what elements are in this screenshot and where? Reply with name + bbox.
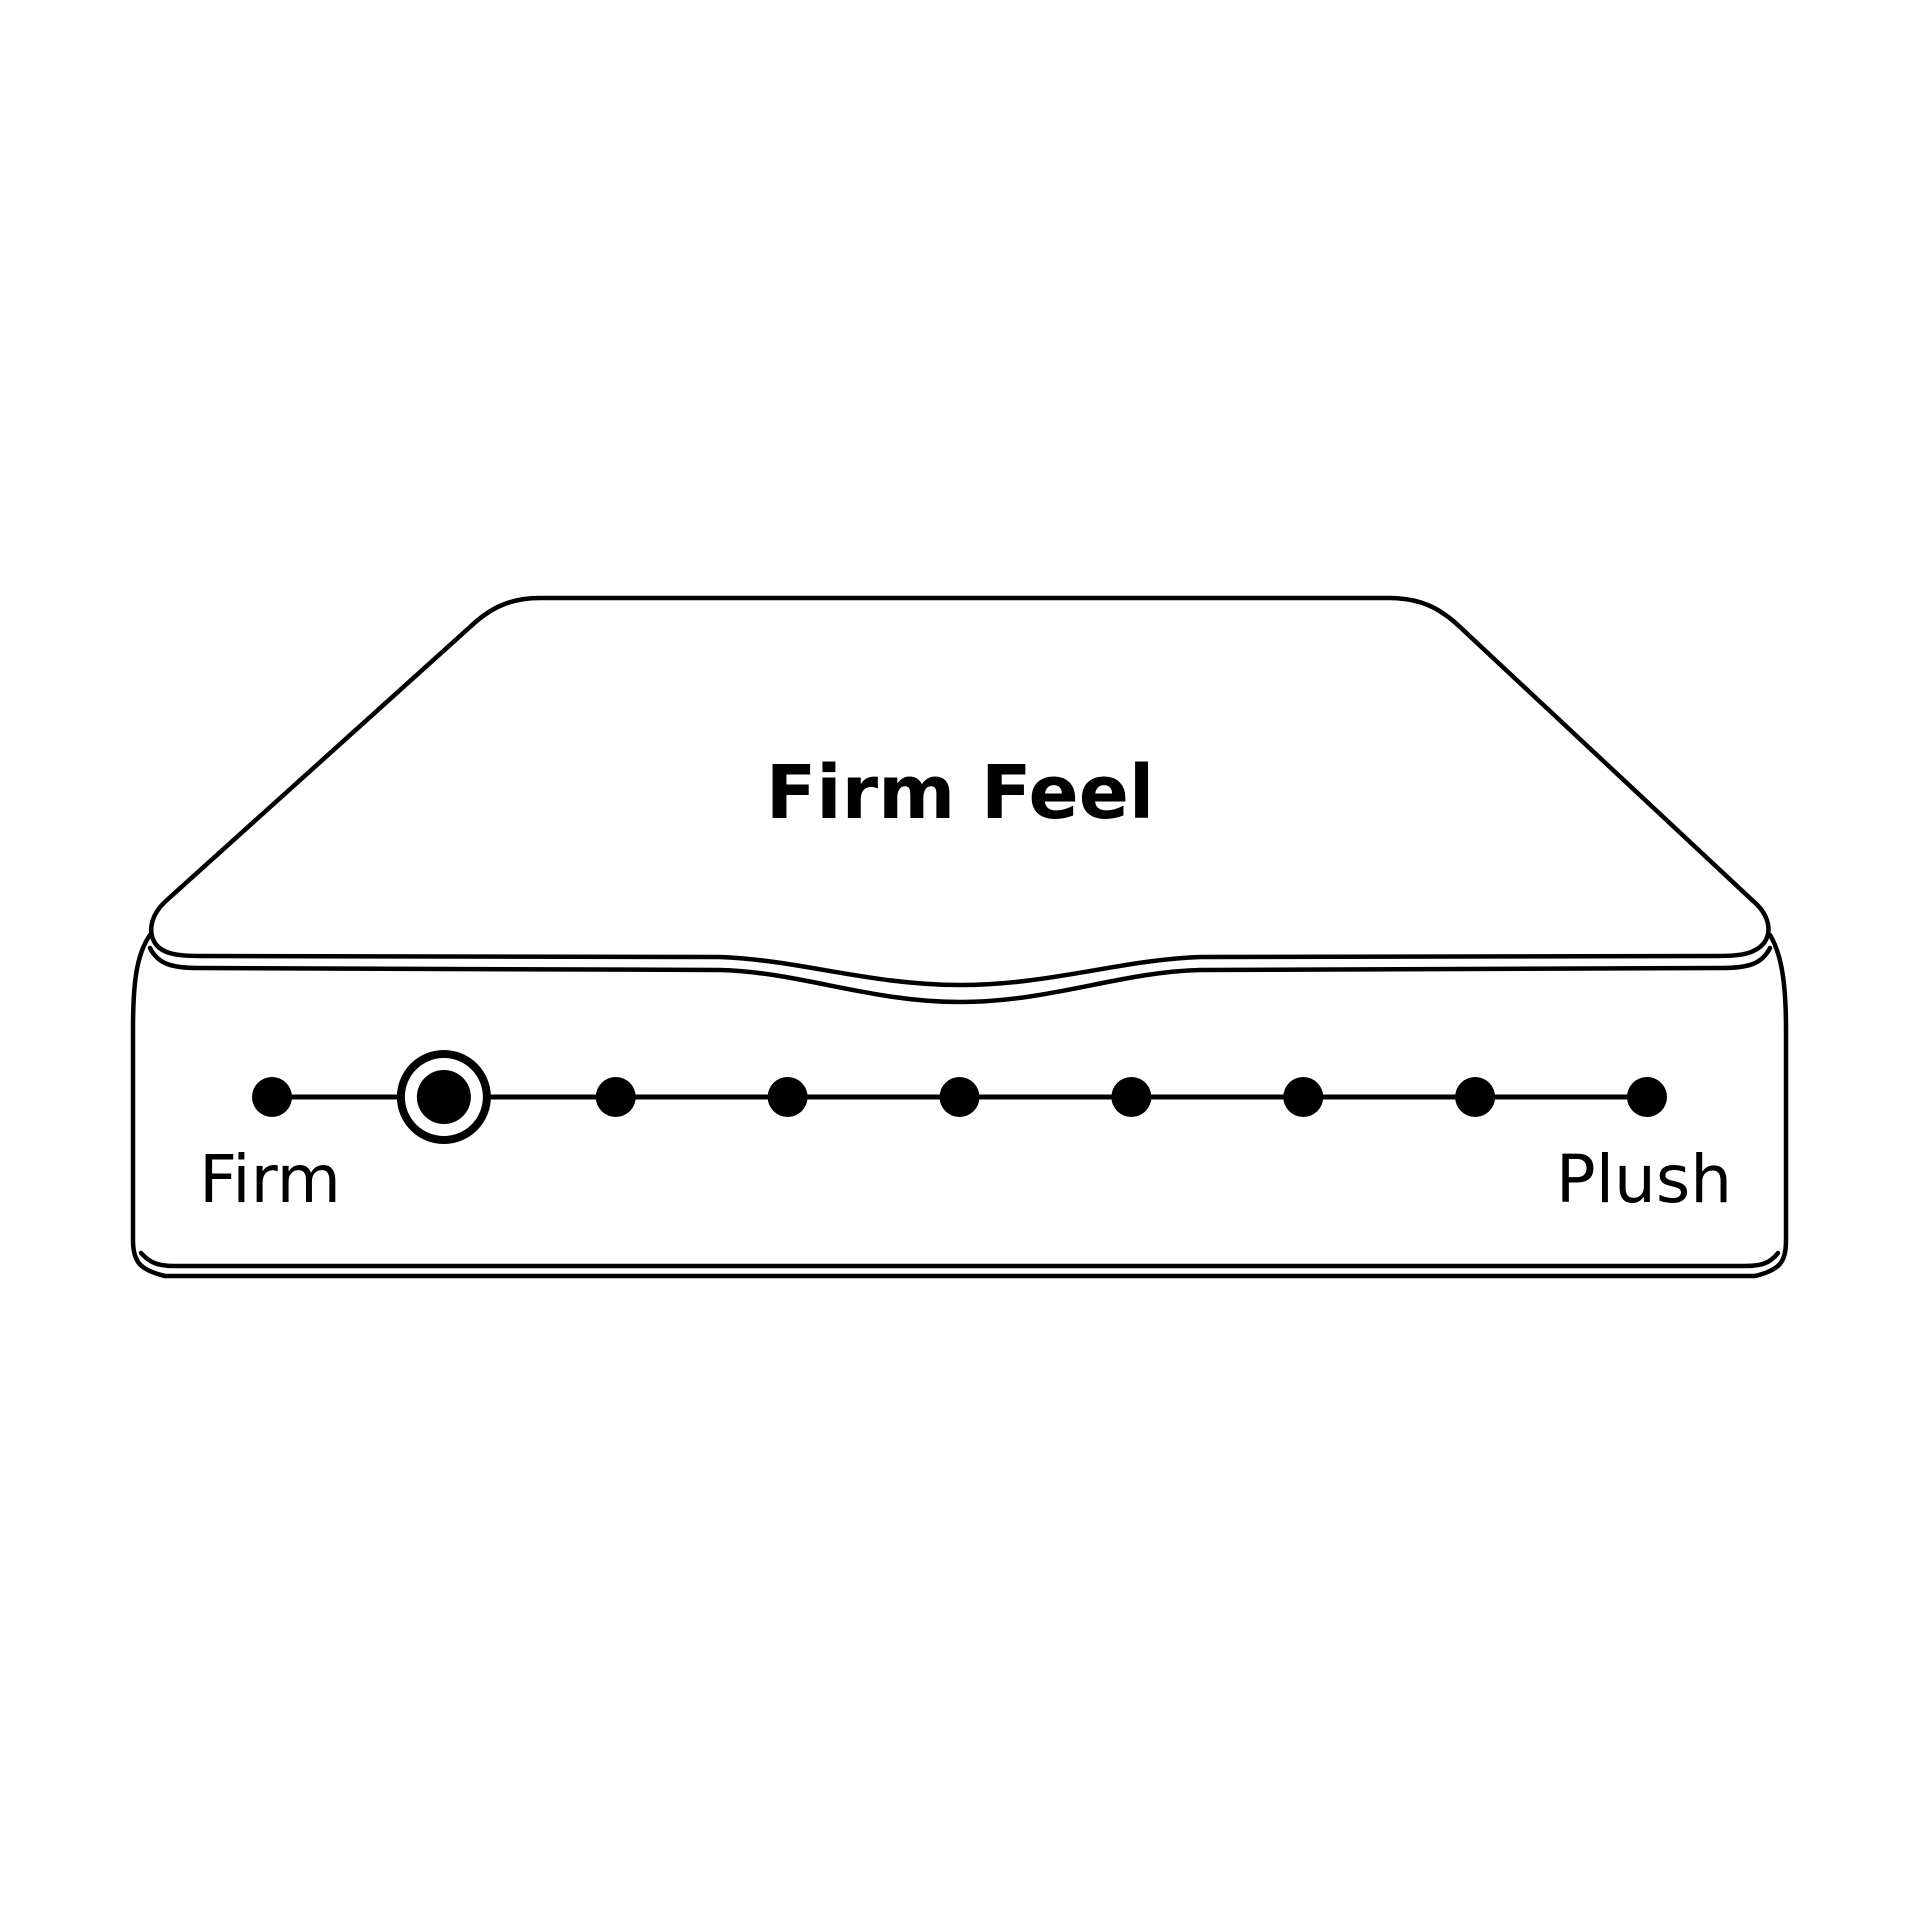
scale-label-firm: Firm bbox=[199, 1141, 341, 1218]
firmness-scale bbox=[252, 1050, 1667, 1144]
scale-dot-selected bbox=[416, 1070, 471, 1124]
scale-dot-3 bbox=[595, 1077, 636, 1117]
scale-dot-7 bbox=[1283, 1077, 1324, 1117]
scale-dot-8 bbox=[1455, 1077, 1496, 1117]
scale-dot-1 bbox=[252, 1077, 292, 1117]
scale-dot-9 bbox=[1627, 1077, 1667, 1117]
scale-dot-6 bbox=[1111, 1077, 1152, 1117]
scale-label-plush: Plush bbox=[1556, 1141, 1732, 1218]
scale-dot-5 bbox=[939, 1077, 980, 1117]
mattress-top bbox=[148, 595, 1771, 988]
scale-dot-4 bbox=[767, 1077, 808, 1117]
diagram-title: Firm Feel bbox=[766, 750, 1155, 836]
mattress-top-seam bbox=[147, 945, 1773, 1005]
mattress-bottom-piping bbox=[138, 1250, 1781, 1269]
